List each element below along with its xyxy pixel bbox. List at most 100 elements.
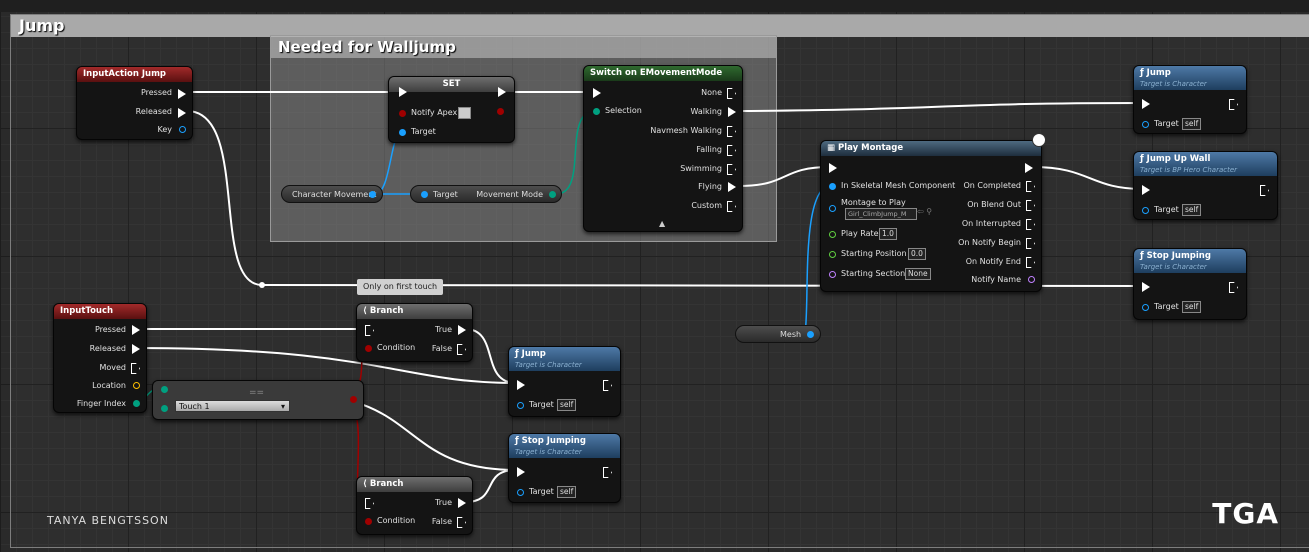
switch-exec-in-pin[interactable] xyxy=(593,88,601,98)
starting-section-field[interactable]: None xyxy=(905,268,931,280)
switch-selection-pin[interactable] xyxy=(593,108,600,115)
set-exec-out-pin[interactable] xyxy=(498,87,506,97)
touch-released-pin[interactable] xyxy=(132,344,140,354)
flying-exec-pin[interactable] xyxy=(728,182,736,192)
top-bar xyxy=(0,0,1309,12)
jump-up-wall-self-box[interactable]: self xyxy=(1182,204,1202,216)
jump-top-title: Jump xyxy=(1146,68,1171,78)
comment-bubble[interactable]: Only on first touch xyxy=(357,279,444,295)
play-montage-node[interactable]: ▦ Play Montage In Skeletal Mesh Componen… xyxy=(820,140,1042,292)
notify-apex-pin[interactable] xyxy=(399,110,406,117)
character-movement-var[interactable]: Character Movement xyxy=(281,185,383,203)
play-montage-exec-in-pin[interactable] xyxy=(829,163,837,173)
set-node[interactable]: SET Notify Apex Target xyxy=(388,76,515,143)
jump-up-wall-exec-out-pin[interactable] xyxy=(1260,185,1269,196)
mesh-out-pin[interactable] xyxy=(807,331,814,338)
set-target-pin[interactable] xyxy=(399,129,406,136)
pressed-exec-pin[interactable] xyxy=(178,89,186,99)
jump-bottom-self-box[interactable]: self xyxy=(557,399,577,411)
touch-location-pin[interactable] xyxy=(133,382,140,389)
set-exec-in-pin[interactable] xyxy=(399,87,407,97)
input-touch-node[interactable]: InputTouch Pressed Released Moved Locati… xyxy=(53,303,147,413)
stop-jumping-top-exec-in-pin[interactable] xyxy=(1142,282,1150,292)
notify-name-pin[interactable] xyxy=(1028,276,1035,283)
stop-jumping-top-target-pin[interactable] xyxy=(1142,304,1149,311)
branch-2-condition-pin[interactable] xyxy=(365,518,372,525)
key-pin[interactable] xyxy=(179,126,186,133)
stop-jumping-top-exec-out-pin[interactable] xyxy=(1229,282,1238,293)
stop-jumping-bottom-exec-out-pin[interactable] xyxy=(603,467,612,478)
branch-2-exec-in-pin[interactable] xyxy=(365,498,374,509)
jump-top-self-box[interactable]: self xyxy=(1182,118,1202,130)
jump-top-exec-in-pin[interactable] xyxy=(1142,99,1150,109)
jump-up-wall-target-pin[interactable] xyxy=(1142,207,1149,214)
character-movement-out-pin[interactable] xyxy=(369,191,376,198)
custom-exec-pin[interactable] xyxy=(727,201,736,212)
montage-to-play-label: Montage to Play xyxy=(841,198,906,207)
notify-apex-out-pin[interactable] xyxy=(497,108,504,115)
on-interrupted-pin[interactable] xyxy=(1026,219,1035,230)
jump-up-wall-exec-in-pin[interactable] xyxy=(1142,185,1150,195)
browse-icon[interactable]: ⇦ ⚲ xyxy=(917,207,933,216)
finger-index-dropdown[interactable]: Touch 1▾ xyxy=(175,400,290,412)
none-exec-pin[interactable] xyxy=(727,88,736,99)
starting-section-pin[interactable] xyxy=(829,271,836,278)
play-rate-pin[interactable] xyxy=(829,231,836,238)
equals-a-pin[interactable] xyxy=(161,386,168,393)
input-action-jump-node[interactable]: InputAction Jump Pressed Released Key xyxy=(76,66,193,140)
movement-mode-target-pin[interactable] xyxy=(421,191,428,198)
on-notify-end-pin[interactable] xyxy=(1026,257,1035,268)
navmesh-exec-pin[interactable] xyxy=(727,126,736,137)
play-rate-field[interactable]: 1.0 xyxy=(879,228,897,240)
jump-bottom-target-pin[interactable] xyxy=(517,402,524,409)
jump-top-target-pin[interactable] xyxy=(1142,121,1149,128)
branch-1-node[interactable]: ⟨ Branch Condition True False xyxy=(356,303,473,362)
branch-2-node[interactable]: ⟨ Branch Condition True False xyxy=(356,476,473,535)
walking-exec-pin[interactable] xyxy=(728,107,736,117)
stop-jumping-bottom-exec-in-pin[interactable] xyxy=(517,467,525,477)
falling-exec-pin[interactable] xyxy=(727,145,736,156)
stop-jumping-bottom-target-pin[interactable] xyxy=(517,489,524,496)
released-exec-pin[interactable] xyxy=(178,108,186,118)
movement-mode-out-pin[interactable] xyxy=(549,191,556,198)
stop-jumping-bottom-self-box[interactable]: self xyxy=(557,486,577,498)
mesh-var[interactable]: Mesh xyxy=(735,325,821,343)
equals-b-pin[interactable] xyxy=(161,405,168,412)
switch-out-flying: Flying xyxy=(698,182,722,191)
on-completed-pin[interactable] xyxy=(1026,181,1035,192)
play-montage-exec-out-pin[interactable] xyxy=(1025,163,1033,173)
on-notify-begin-pin[interactable] xyxy=(1026,238,1035,249)
comment-jump[interactable]: Jump xyxy=(10,14,1309,548)
montage-asset-dropdown[interactable]: Girl_ClimbJump_M xyxy=(845,208,917,220)
branch-1-condition-pin[interactable] xyxy=(365,345,372,352)
jump-bottom-exec-out-pin[interactable] xyxy=(603,380,612,391)
branch-1-exec-in-pin[interactable] xyxy=(365,325,374,336)
movement-mode-node[interactable]: Target Movement Mode xyxy=(410,185,562,203)
branch-1-true-pin[interactable] xyxy=(458,325,466,335)
jump-top-exec-out-pin[interactable] xyxy=(1229,99,1238,110)
equals-result-pin[interactable] xyxy=(350,396,357,403)
jump-bottom-exec-in-pin[interactable] xyxy=(517,380,525,390)
touch-pressed-pin[interactable] xyxy=(132,325,140,335)
swimming-exec-pin[interactable] xyxy=(727,164,736,175)
starting-position-pin[interactable] xyxy=(829,251,836,258)
expand-arrow-icon[interactable]: ▲ xyxy=(659,219,666,228)
branch-2-true-pin[interactable] xyxy=(458,498,466,508)
branch-2-false-pin[interactable] xyxy=(457,517,466,528)
stop-jumping-top-self-box[interactable]: self xyxy=(1182,301,1202,313)
switch-movement-mode-node[interactable]: Switch on EMovementMode Selection None W… xyxy=(583,65,743,232)
touch-moved-pin[interactable] xyxy=(131,363,140,374)
montage-to-play-pin[interactable] xyxy=(829,205,836,212)
on-blend-out-pin[interactable] xyxy=(1026,200,1035,211)
branch-1-false-pin[interactable] xyxy=(457,344,466,355)
starting-position-field[interactable]: 0.0 xyxy=(908,248,926,260)
skeletal-mesh-pin[interactable] xyxy=(829,183,836,190)
notify-apex-checkbox[interactable] xyxy=(458,107,471,119)
touch-finger-index-pin[interactable] xyxy=(133,400,140,407)
